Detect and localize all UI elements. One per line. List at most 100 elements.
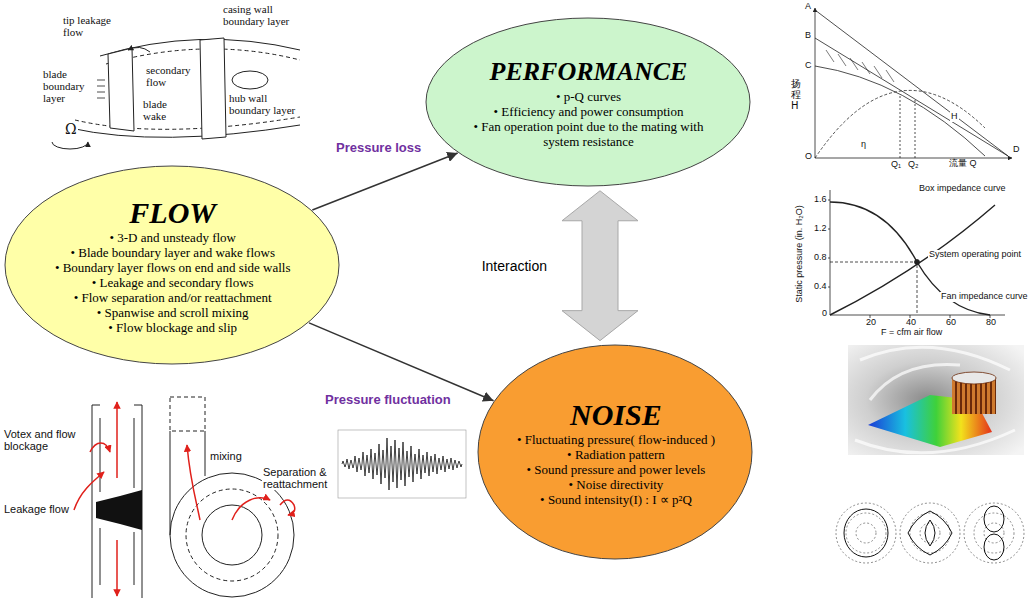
path-shape bbox=[200, 38, 226, 139]
ellipse-shape bbox=[984, 506, 1004, 532]
rect-shape bbox=[848, 345, 1024, 455]
edge-label: Interaction bbox=[479, 258, 550, 274]
curve-label: η bbox=[860, 140, 867, 150]
part-label: blade wake bbox=[142, 98, 184, 122]
bullet-item: • Efficiency and power consumption bbox=[494, 104, 684, 119]
axis-title: 流量 Q bbox=[948, 159, 978, 169]
node-heading: FLOW bbox=[129, 196, 216, 230]
path-shape bbox=[108, 48, 134, 131]
circle-shape bbox=[186, 489, 278, 581]
axis-title: F = cfm air flow bbox=[880, 328, 943, 338]
axis-tick: 1.2 bbox=[813, 224, 828, 234]
node-heading: PERFORMANCE bbox=[490, 55, 688, 89]
part-label: Separation & reattachment bbox=[262, 466, 330, 490]
bullet-item: • Boundary layer flows on end and side w… bbox=[55, 260, 291, 275]
path-shape bbox=[97, 80, 105, 98]
ellipse-shape bbox=[952, 372, 996, 384]
circle-shape bbox=[915, 260, 920, 265]
part-label: mixing bbox=[209, 450, 243, 462]
cfd-render bbox=[848, 345, 1024, 455]
bullet-item: • 3-D and unsteady flow bbox=[109, 230, 236, 245]
part-label: Leakage flow bbox=[3, 503, 70, 515]
path-shape bbox=[75, 117, 300, 129]
bullet-item: • Sound intensity(I) : I ∝ p²Q bbox=[540, 492, 692, 507]
path-shape bbox=[128, 47, 150, 52]
bullet-item: • Leakage and secondary flows bbox=[92, 275, 254, 290]
node-content: FLOW• 3-D and unsteady flow• Blade bound… bbox=[54, 196, 291, 335]
circle-shape bbox=[900, 503, 960, 563]
curve-label: System operating point bbox=[928, 250, 1022, 260]
ellipse-shape bbox=[5, 166, 339, 364]
axis-tick: 0.8 bbox=[813, 253, 828, 263]
circle-shape bbox=[836, 503, 896, 563]
path-shape bbox=[826, 50, 894, 82]
path-shape bbox=[815, 90, 985, 158]
part-label: tip leakage flow bbox=[62, 14, 134, 38]
bullet-item: • Fluctuating pressure( flow-induced ) bbox=[517, 432, 715, 447]
ellipse-node: NOISE• Fluctuating pressure( flow-induce… bbox=[477, 344, 753, 560]
axis-tick: 60 bbox=[945, 318, 957, 328]
path-shape bbox=[116, 540, 118, 596]
point-label: A bbox=[804, 2, 812, 12]
pressure-waveform bbox=[338, 430, 466, 498]
point-label: C bbox=[804, 61, 813, 71]
axis-tick: 20 bbox=[865, 318, 877, 328]
circle-shape bbox=[974, 513, 1014, 553]
axis-tick: 0 bbox=[821, 309, 828, 319]
ellipse-shape bbox=[232, 71, 268, 89]
path-shape bbox=[925, 520, 935, 546]
curve-label: Fan impedance curve bbox=[940, 292, 1028, 302]
edge-label: Pressure fluctuation bbox=[322, 392, 454, 407]
circle-shape bbox=[170, 473, 294, 597]
path-shape bbox=[170, 431, 205, 535]
node-heading: NOISE bbox=[570, 398, 662, 432]
path-shape bbox=[908, 511, 952, 555]
path-shape bbox=[855, 347, 1015, 453]
part-label: Votex and flow blockage bbox=[3, 428, 89, 452]
head-flow-chart bbox=[815, 8, 1012, 158]
bullet-item: • Flow blockage and slip bbox=[108, 320, 237, 335]
path-shape bbox=[74, 472, 104, 510]
edge-label: Pressure loss bbox=[333, 140, 424, 155]
bullet-item: • Noise directivity bbox=[569, 477, 664, 492]
path-shape bbox=[815, 8, 816, 158]
ellipse-shape bbox=[426, 18, 750, 186]
point-label: B bbox=[804, 31, 812, 41]
path-shape bbox=[280, 500, 295, 515]
ellipse-node: FLOW• 3-D and unsteady flow• Blade bound… bbox=[4, 165, 340, 365]
circle-shape bbox=[846, 513, 886, 553]
axis-tick: Q₂ bbox=[907, 160, 920, 170]
ellipse-shape bbox=[984, 534, 1004, 560]
path-shape bbox=[815, 158, 1012, 159]
path-shape bbox=[900, 96, 915, 158]
bullet-item: • Flow separation and/or reattachment bbox=[74, 290, 272, 305]
directivity-plots bbox=[836, 503, 1024, 563]
path-shape bbox=[90, 443, 110, 452]
ellipse-node: PERFORMANCE• p-Q curves• Efficiency and … bbox=[425, 17, 751, 187]
axis-tick: 1.6 bbox=[813, 195, 828, 205]
arrow-connector bbox=[312, 153, 457, 210]
axis-tick: 80 bbox=[985, 318, 997, 328]
part-label: casing wall boundary layer bbox=[222, 3, 306, 27]
impeller-hub bbox=[96, 490, 142, 530]
path-shape bbox=[187, 445, 200, 520]
part-label: hub wall boundary layer bbox=[228, 92, 310, 116]
path-shape bbox=[830, 262, 917, 315]
rotation-symbol: Ω bbox=[64, 122, 78, 137]
path-shape bbox=[52, 142, 88, 149]
path-shape bbox=[116, 402, 118, 478]
bullet-item: • p-Q curves bbox=[556, 89, 621, 104]
axis-tick: 40 bbox=[905, 318, 917, 328]
path-shape bbox=[815, 66, 985, 156]
curve-label: Box impedance curve bbox=[918, 184, 1007, 194]
point-label: O bbox=[804, 152, 813, 162]
circle-shape bbox=[964, 503, 1024, 563]
part-label: blade boundary layer bbox=[42, 68, 94, 104]
point-label: D bbox=[1012, 145, 1021, 155]
rect-shape bbox=[170, 397, 205, 431]
path-shape bbox=[815, 38, 1008, 156]
part-label: secondary flow bbox=[145, 64, 199, 88]
arrow-connector bbox=[309, 323, 494, 401]
bullet-item: • Spanwise and scroll mixing bbox=[97, 305, 249, 320]
